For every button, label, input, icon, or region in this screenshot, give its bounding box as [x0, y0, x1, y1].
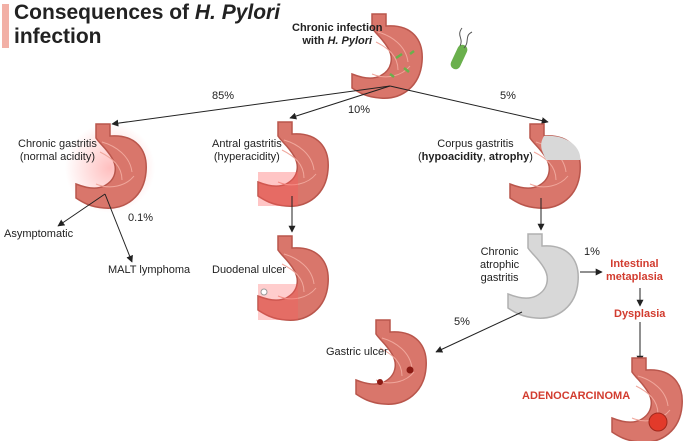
duodenal-ulcer-label: Duodenal ulcer — [212, 264, 286, 276]
asymptomatic-label: Asymptomatic — [4, 228, 74, 240]
pct-85: 85% — [212, 90, 235, 102]
stomach-icon — [257, 235, 329, 321]
bacteria-icon — [450, 27, 473, 70]
stomach-icon — [507, 233, 579, 319]
root-label: Chronic infection with H. Pylori — [292, 22, 383, 47]
title-accent-bar — [2, 4, 9, 48]
arrow-icon — [104, 193, 133, 263]
pct-1: 1% — [584, 246, 600, 258]
malt-lymphoma-label: MALT lymphoma — [108, 264, 191, 276]
corpus-gastritis-label: Corpus gastritis (hypoacidity, atrophy) — [418, 138, 533, 163]
arrow-icon — [435, 311, 523, 353]
arrow-icon — [389, 85, 549, 125]
stomach-icon — [351, 13, 423, 99]
arrow-icon — [289, 85, 391, 120]
intestinal-metaplasia-label: Intestinal metaplasia — [606, 258, 663, 283]
pct-5-bottom: 5% — [454, 316, 470, 328]
dysplasia-label: Dysplasia — [614, 308, 666, 320]
pct-10: 10% — [348, 104, 371, 116]
pct-0-1: 0.1% — [128, 212, 154, 224]
arrow-icon — [111, 85, 391, 127]
stomach-icon — [355, 319, 427, 405]
stomach-icon — [509, 123, 581, 209]
chronic-gastritis-label: Chronic gastritis (normal acidity) — [18, 138, 97, 163]
chronic-atrophic-label: Chronic atrophic gastritis — [480, 246, 520, 284]
pct-5-top: 5% — [500, 90, 516, 102]
gastric-ulcer-label: Gastric ulcer — [326, 346, 388, 358]
stomach-icon — [257, 121, 329, 207]
page-title: Consequences of H. Pylori infection — [14, 1, 281, 48]
antral-gastritis-label: Antral gastritis (hyperacidity) — [212, 138, 282, 163]
arrow-icon — [57, 193, 106, 227]
stomach-icon — [611, 357, 683, 441]
adenocarcinoma-label: ADENOCARCINOMA — [522, 390, 631, 402]
